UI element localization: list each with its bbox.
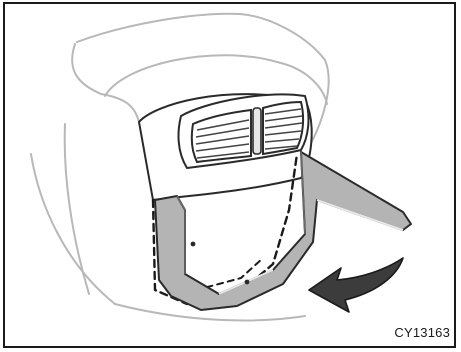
figure-frame: CY13163 xyxy=(3,2,456,348)
air-vent-right xyxy=(263,102,303,154)
figure-code-label: CY13163 xyxy=(394,325,450,340)
pull-direction-arrow xyxy=(309,258,403,312)
console-illustration xyxy=(5,4,454,346)
air-vent-divider xyxy=(253,108,261,154)
